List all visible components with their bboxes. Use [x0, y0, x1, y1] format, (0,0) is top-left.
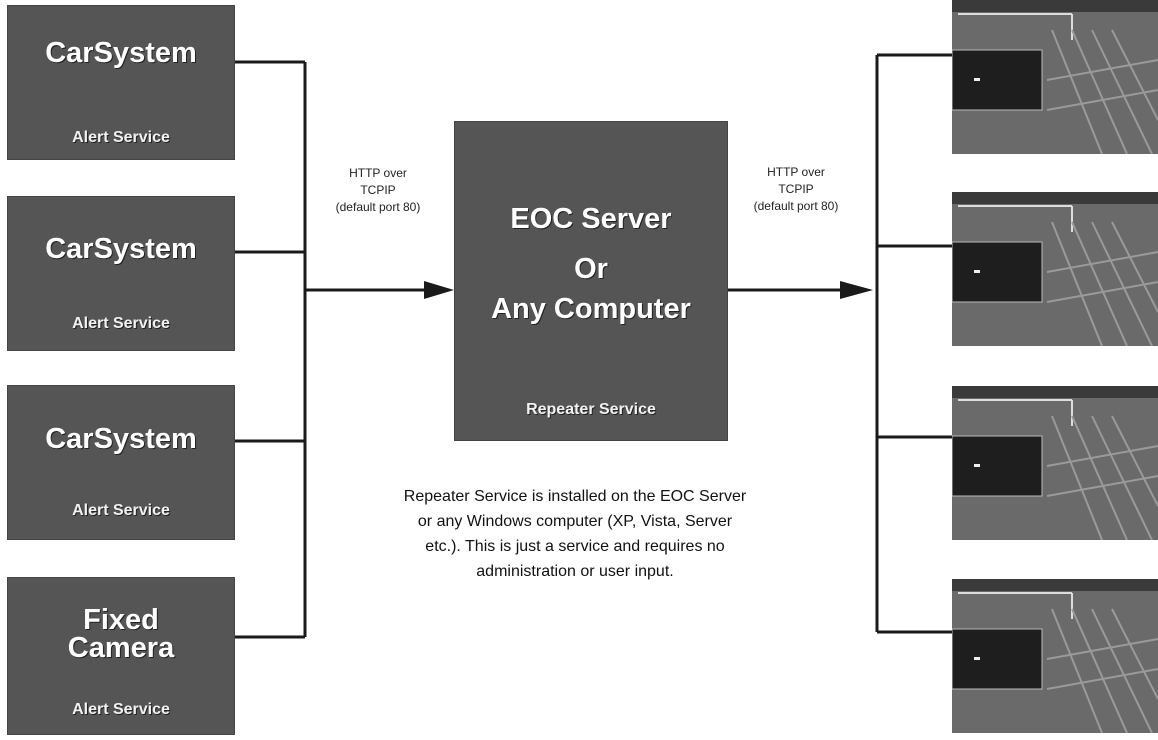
client-thumbnail-3-icon — [952, 386, 1158, 540]
source-title: CarSystem — [45, 423, 197, 455]
source-service: Alert Service — [72, 129, 170, 146]
source-box-fixed-camera: Fixed Camera Alert Service — [7, 577, 235, 735]
right-link-line-3: (default port 80) — [753, 199, 839, 213]
source-title: CarSystem — [45, 37, 197, 69]
server-service: Repeater Service — [526, 401, 656, 418]
left-link-line-1: HTTP over — [349, 166, 407, 180]
right-link-line-2: TCPIP — [778, 182, 814, 196]
server-line-3: Any Computer — [491, 293, 691, 325]
client-thumbnail-4-icon — [952, 579, 1158, 733]
source-box-carsystem-2: CarSystem Alert Service — [7, 196, 235, 351]
source-service: Alert Service — [72, 315, 170, 332]
repeater-note: Repeater Service is installed on the EOC… — [403, 488, 747, 580]
left-link-line-2: TCPIP — [360, 183, 396, 197]
right-link-line-1: HTTP over — [767, 165, 825, 179]
right-arrow-head — [840, 281, 873, 299]
right-bus — [875, 53, 952, 634]
server-line-1: EOC Server — [510, 203, 672, 235]
left-arrow-head — [424, 281, 454, 299]
client-thumbnail-1-icon — [952, 0, 1158, 154]
source-title-line-1: Fixed — [83, 604, 159, 636]
left-link-label: HTTP over TCPIP (default port 80) — [318, 165, 438, 216]
source-service: Alert Service — [72, 701, 170, 718]
left-link-line-3: (default port 80) — [335, 200, 421, 214]
source-box-carsystem-3: CarSystem Alert Service — [7, 385, 235, 540]
source-box-carsystem-1: CarSystem Alert Service — [7, 5, 235, 160]
source-service: Alert Service — [72, 502, 170, 519]
client-thumbnail-2-icon — [952, 192, 1158, 346]
source-title-line-2: Camera — [67, 632, 175, 664]
server-line-2: Or — [574, 253, 608, 285]
right-link-label: HTTP over TCPIP (default port 80) — [735, 164, 857, 215]
left-bus — [235, 60, 307, 639]
source-title: CarSystem — [45, 233, 197, 265]
server-box: EOC Server Or Any Computer Repeater Serv… — [454, 121, 728, 441]
